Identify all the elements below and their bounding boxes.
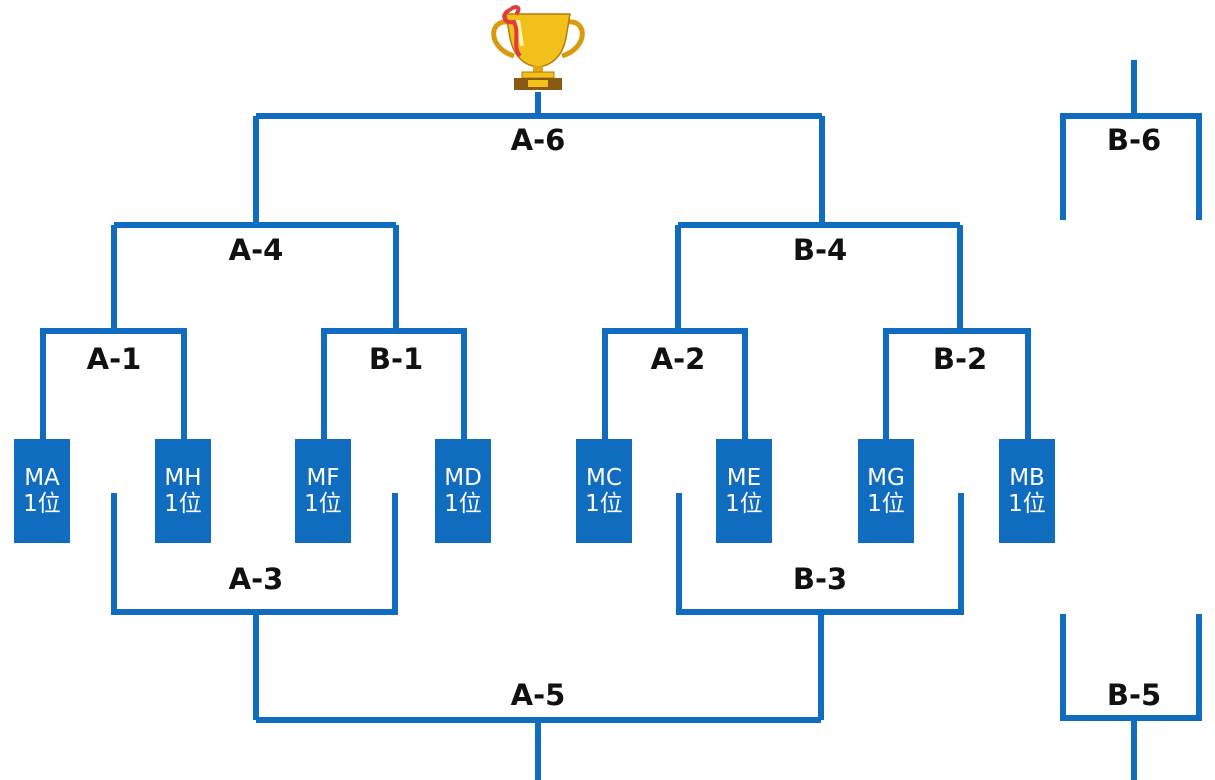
match-label-b4: B-4 <box>792 233 848 267</box>
team-box: MD 1位 <box>435 439 491 543</box>
match-label-a3: A-3 <box>228 562 284 596</box>
match-label-b1: B-1 <box>368 342 424 376</box>
team-rank: 1位 <box>164 491 202 517</box>
trophy-icon <box>491 5 585 90</box>
team-box: ME 1位 <box>716 439 772 543</box>
match-label-a5: A-5 <box>510 678 566 712</box>
team-name: MC <box>586 465 622 491</box>
team-name: MG <box>867 465 905 491</box>
team-name: MA <box>24 465 60 491</box>
team-rank: 1位 <box>304 491 342 517</box>
team-rank: 1位 <box>725 491 763 517</box>
team-box: MA 1位 <box>14 439 70 543</box>
match-label-a1: A-1 <box>86 342 142 376</box>
team-name: MH <box>164 465 202 491</box>
team-name: MB <box>1009 465 1045 491</box>
team-rank: 1位 <box>444 491 482 517</box>
match-label-b5: B-5 <box>1106 678 1162 712</box>
team-box: MG 1位 <box>858 439 914 543</box>
team-name: MD <box>444 465 482 491</box>
match-label-a6: A-6 <box>510 123 566 157</box>
team-rank: 1位 <box>23 491 61 517</box>
team-rank: 1位 <box>867 491 905 517</box>
team-name: MF <box>306 465 340 491</box>
match-label-b3: B-3 <box>792 562 848 596</box>
team-box: MC 1位 <box>576 439 632 543</box>
match-label-a2: A-2 <box>650 342 706 376</box>
team-name: ME <box>726 465 762 491</box>
team-rank: 1位 <box>1008 491 1046 517</box>
team-box: MF 1位 <box>295 439 351 543</box>
match-label-b6: B-6 <box>1106 123 1162 157</box>
team-box: MB 1位 <box>999 439 1055 543</box>
team-rank: 1位 <box>585 491 623 517</box>
match-label-a4: A-4 <box>228 233 284 267</box>
team-box: MH 1位 <box>155 439 211 543</box>
match-label-b2: B-2 <box>932 342 988 376</box>
